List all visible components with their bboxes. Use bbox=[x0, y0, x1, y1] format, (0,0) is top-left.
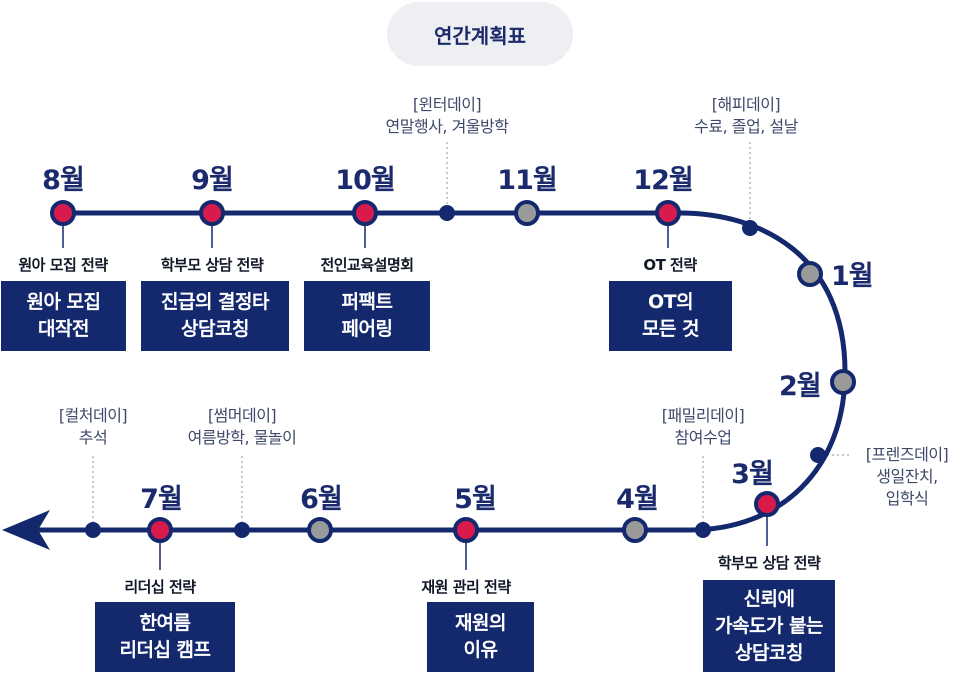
program-box-aug: 원아 모집 대작전 bbox=[1, 281, 126, 351]
program-line: 모든 것 bbox=[641, 318, 700, 340]
strategy-oct: 전인교육설명회 bbox=[320, 256, 414, 274]
month-dec: 12월 bbox=[633, 165, 693, 196]
strategy-may: 재원 관리 전략 bbox=[421, 578, 511, 596]
program-line: 한여름 bbox=[139, 612, 191, 634]
event-title: [패밀리데이] bbox=[661, 406, 745, 425]
month-apr: 4월 bbox=[616, 484, 659, 515]
event-desc: 연말행사, 겨울방학 bbox=[385, 117, 509, 136]
strategy-sep: 학부모 상담 전략 bbox=[160, 256, 264, 274]
month-jul: 7월 bbox=[140, 484, 183, 515]
month-aug: 8월 bbox=[42, 165, 85, 196]
event-title: [썸머데이] bbox=[207, 406, 277, 425]
event-title: [윈터데이] bbox=[412, 95, 482, 114]
arrow-head bbox=[2, 510, 50, 550]
strategy-dec: OT 전략 bbox=[643, 256, 697, 274]
dot-apr bbox=[622, 517, 648, 543]
program-line: 재원의 bbox=[455, 612, 506, 634]
month-sep: 9월 bbox=[191, 165, 234, 196]
program-line: 페어링 bbox=[341, 318, 393, 340]
event-desc: 수료, 졸업, 설날 bbox=[694, 117, 798, 136]
event-happy: [해피데이] 수료, 졸업, 설날 bbox=[694, 94, 798, 138]
event-desc: 추석 bbox=[78, 428, 108, 447]
month-may: 5월 bbox=[454, 484, 497, 515]
event-title: [프렌즈데이] bbox=[865, 445, 949, 464]
event-title: [해피데이] bbox=[711, 95, 781, 114]
event-desc: 여름방학, 물놀이 bbox=[187, 428, 297, 447]
dot-mar bbox=[754, 491, 780, 517]
program-line: 신뢰에 bbox=[743, 587, 795, 610]
dot-nov bbox=[514, 200, 540, 226]
program-line: 상담코칭 bbox=[735, 641, 803, 664]
program-line: 가속도가 붙는 bbox=[715, 614, 824, 637]
program-box-sep: 진급의 결정타 상담코칭 bbox=[141, 281, 289, 351]
dot-aug bbox=[50, 200, 76, 226]
program-box-oct: 퍼팩트 페어링 bbox=[304, 281, 430, 351]
strategy-mar: 학부모 상담 전략 bbox=[717, 554, 821, 572]
program-line: 대작전 bbox=[38, 318, 89, 340]
month-jun: 6월 bbox=[300, 484, 343, 515]
program-line: 퍼팩트 bbox=[341, 291, 393, 313]
page-title: 연간계획표 bbox=[387, 2, 573, 66]
month-feb: 2월 bbox=[779, 371, 822, 402]
dot-oct bbox=[352, 200, 378, 226]
month-mar: 3월 bbox=[731, 459, 774, 490]
event-culture: [컬처데이] 추석 bbox=[58, 405, 128, 449]
event-desc: 생일잔치, bbox=[876, 467, 938, 486]
strategy-aug: 원아 모집 전략 bbox=[18, 256, 108, 274]
month-oct: 10월 bbox=[335, 165, 395, 196]
month-nov: 11월 bbox=[497, 165, 557, 196]
program-line: 원아 모집 bbox=[26, 291, 101, 313]
event-summer: [썸머데이] 여름방학, 물놀이 bbox=[188, 405, 297, 449]
program-line: 상담코칭 bbox=[181, 318, 249, 340]
dot-jul bbox=[147, 517, 173, 543]
event-family: [패밀리데이] 참여수업 bbox=[662, 405, 745, 449]
program-line: 이유 bbox=[463, 639, 498, 661]
event-winter: [윈터데이] 연말행사, 겨울방학 bbox=[386, 94, 509, 138]
dot-may bbox=[453, 517, 479, 543]
program-box-mar: 신뢰에 가속도가 붙는 상담코칭 bbox=[703, 580, 835, 672]
dot-jan bbox=[797, 261, 823, 287]
dot-dec bbox=[655, 200, 681, 226]
event-desc: 입학식 bbox=[885, 489, 929, 508]
program-box-jul: 한여름 리더십 캠프 bbox=[95, 602, 235, 672]
program-box-dec: OT의 모든 것 bbox=[609, 281, 732, 351]
dot-jun bbox=[307, 517, 333, 543]
dot-feb bbox=[830, 369, 856, 395]
program-line: OT의 bbox=[647, 291, 694, 313]
month-jan: 1월 bbox=[831, 261, 874, 292]
event-title: [컬처데이] bbox=[58, 406, 128, 425]
event-friends: [프렌즈데이] 생일잔치, 입학식 bbox=[854, 444, 960, 510]
event-desc: 참여수업 bbox=[674, 428, 732, 447]
program-line: 진급의 결정타 bbox=[161, 291, 270, 313]
dot-sep bbox=[199, 200, 225, 226]
program-box-may: 재원의 이유 bbox=[427, 602, 534, 672]
program-line: 리더십 캠프 bbox=[119, 639, 211, 661]
strategy-jul: 리더십 전략 bbox=[124, 578, 196, 596]
